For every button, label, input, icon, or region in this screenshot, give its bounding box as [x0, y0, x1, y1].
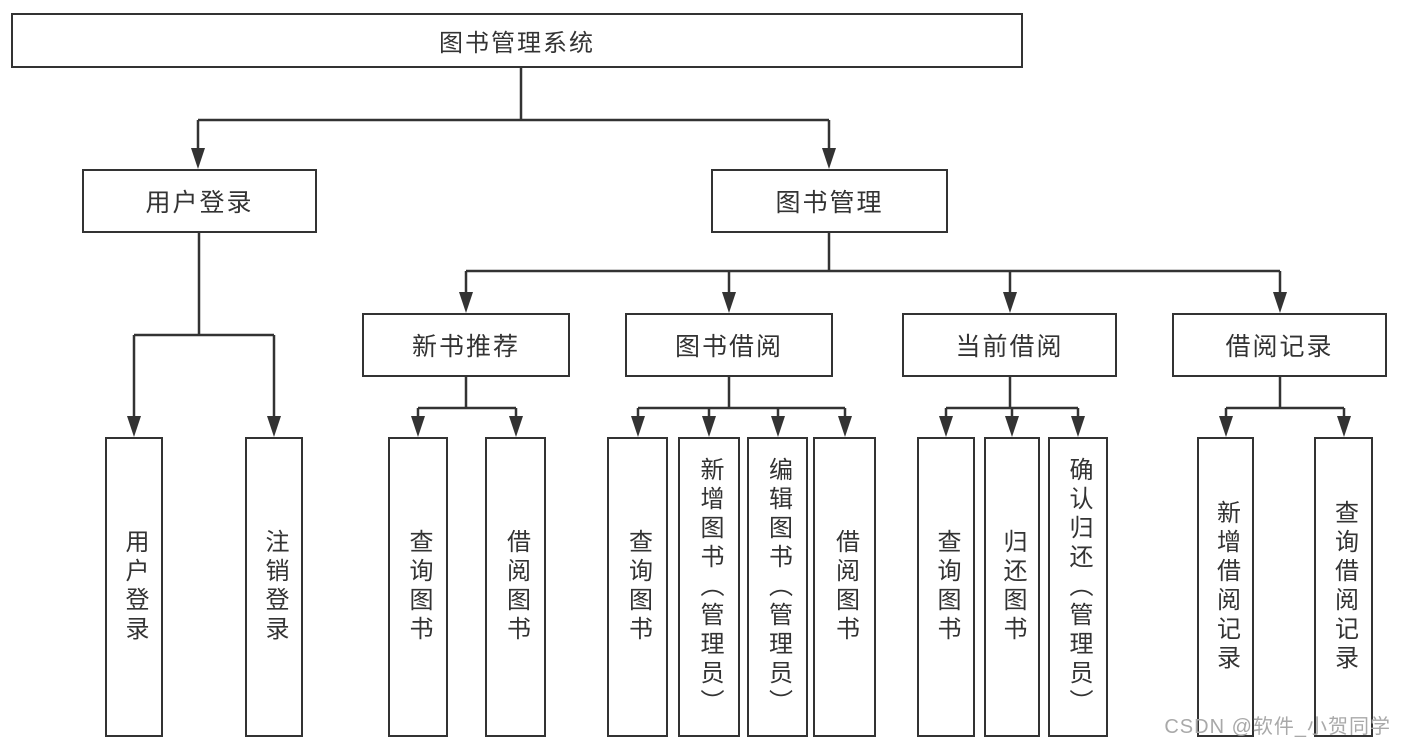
- leaf-borrow-books-recommend: 借阅图书: [485, 437, 546, 737]
- leaf-query-books-recommend-label: 查询图书: [405, 529, 432, 645]
- leaf-borrow-books-recommend-label: 借阅图书: [502, 529, 530, 645]
- leaf-logout-label: 注销登录: [261, 529, 288, 645]
- node-user-login-label: 用户登录: [145, 189, 254, 217]
- node-book-borrowing: 图书借阅: [625, 313, 833, 377]
- leaf-borrow-books-label: 借阅图书: [831, 529, 859, 645]
- node-current-borrowing-label: 当前借阅: [955, 333, 1064, 361]
- leaf-query-books-current-label: 查询图书: [933, 529, 960, 645]
- leaf-confirm-return-admin: 确认归还（管理员）: [1048, 437, 1108, 737]
- node-new-book-recommendation: 新书推荐: [362, 313, 570, 377]
- leaf-query-books-current: 查询图书: [917, 437, 975, 737]
- leaf-logout: 注销登录: [245, 437, 303, 737]
- node-user-login: 用户登录: [82, 169, 317, 233]
- leaf-query-books-borrowing-label: 查询图书: [624, 529, 652, 645]
- node-book-management: 图书管理: [711, 169, 948, 233]
- leaf-add-borrow-record-label: 新增借阅记录: [1212, 500, 1240, 674]
- leaf-return-books: 归还图书: [984, 437, 1040, 737]
- leaf-add-books-admin-label: 新增图书（管理员）: [696, 456, 723, 718]
- leaf-query-books-borrowing: 查询图书: [607, 437, 668, 737]
- leaf-edit-books-admin-label: 编辑图书（管理员）: [764, 456, 792, 718]
- node-library-management-system-label: 图书管理系统: [439, 30, 595, 57]
- leaf-confirm-return-admin-label: 确认归还（管理员）: [1065, 456, 1092, 718]
- leaf-add-books-admin: 新增图书（管理员）: [678, 437, 740, 737]
- node-current-borrowing: 当前借阅: [902, 313, 1117, 377]
- leaf-user-login-label: 用户登录: [121, 529, 148, 645]
- node-new-book-recommendation-label: 新书推荐: [411, 333, 520, 361]
- node-book-management-label: 图书管理: [775, 189, 884, 217]
- node-library-management-system: 图书管理系统: [11, 13, 1023, 68]
- node-book-borrowing-label: 图书借阅: [674, 333, 783, 361]
- leaf-borrow-books: 借阅图书: [813, 437, 876, 737]
- node-borrowing-records: 借阅记录: [1172, 313, 1387, 377]
- leaf-query-borrow-record: 查询借阅记录: [1314, 437, 1373, 737]
- leaf-user-login: 用户登录: [105, 437, 163, 737]
- leaf-edit-books-admin: 编辑图书（管理员）: [747, 437, 808, 737]
- leaf-query-books-recommend: 查询图书: [388, 437, 448, 737]
- node-borrowing-records-label: 借阅记录: [1225, 333, 1334, 361]
- leaf-return-books-label: 归还图书: [999, 529, 1026, 645]
- leaf-add-borrow-record: 新增借阅记录: [1197, 437, 1254, 737]
- leaf-query-borrow-record-label: 查询借阅记录: [1330, 500, 1358, 674]
- csdn-watermark: CSDN @软件_小贺同学: [1164, 716, 1391, 738]
